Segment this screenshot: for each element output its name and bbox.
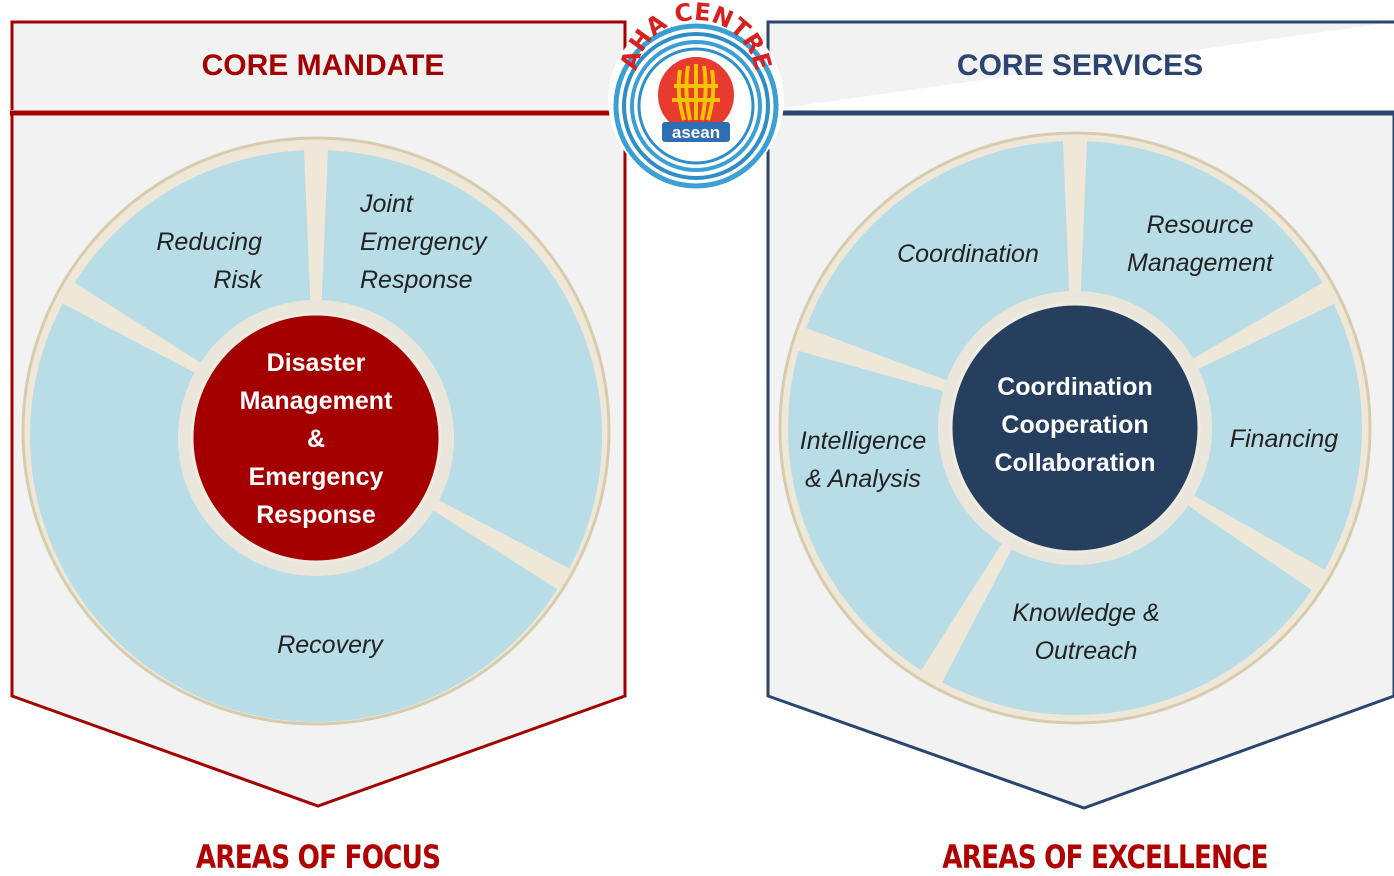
segment-financing <box>1186 303 1362 570</box>
segment-line: Recovery <box>277 631 383 659</box>
segment-coordination <box>806 141 1070 384</box>
left-center-line: Management <box>239 387 393 415</box>
segment-line: Outreach <box>1034 637 1138 665</box>
rice-stalks-icon <box>672 64 720 121</box>
left-center-label: Disaster Management & Emergency Response <box>206 344 426 534</box>
segment-line: Coordination <box>897 240 1039 268</box>
segment-label-resource-management: Resource Management <box>1100 206 1300 282</box>
segment-line: Management <box>1127 249 1273 277</box>
segment-recovery <box>30 303 558 722</box>
segment-label-joint-emergency-response: Joint Emergency Response <box>360 185 540 299</box>
segment-reducing-risk <box>74 150 311 368</box>
left-panel-title: CORE MANDATE <box>202 49 445 82</box>
segment-label-financing: Financing <box>1214 420 1354 458</box>
left-center-circle <box>190 312 442 564</box>
left-center-line: Emergency <box>248 463 384 491</box>
left-footer-label: AREAS OF FOCUS <box>195 838 441 876</box>
segment-label-intelligence-analysis: Intelligence & Analysis <box>780 422 946 498</box>
right-center-line: Cooperation <box>1001 411 1149 439</box>
left-panel: CORE MANDATE <box>10 20 627 808</box>
right-center-circle <box>949 302 1201 554</box>
left-center-line: Response <box>256 501 376 529</box>
left-center-line: & <box>306 425 326 453</box>
right-footer-label: AREAS OF EXCELLENCE <box>942 838 1268 876</box>
segment-line: Resource <box>1146 211 1254 239</box>
segment-label-knowledge-outreach: Knowledge & Outreach <box>986 594 1186 670</box>
segment-line: Knowledge & <box>1012 599 1160 627</box>
right-panel-title: CORE SERVICES <box>957 49 1203 82</box>
segment-line: Intelligence <box>799 427 927 455</box>
right-center-line: Coordination <box>997 373 1153 401</box>
right-panel: CORE SERVICES <box>766 20 1394 810</box>
segment-line: & Analysis <box>805 465 921 493</box>
left-center-line: Disaster <box>266 349 366 377</box>
left-segments <box>30 150 602 722</box>
right-center-line: Collaboration <box>994 449 1156 477</box>
segment-label-coordination: Coordination <box>870 235 1066 273</box>
aha-centre-logo: asean AHA CENTRE <box>608 0 784 189</box>
segment-line: Financing <box>1229 425 1339 453</box>
asean-label: asean <box>672 123 720 142</box>
right-center-label: Coordination Cooperation Collaboration <box>955 368 1195 482</box>
segment-line: Joint <box>360 190 413 218</box>
segment-line: Emergency <box>360 228 487 256</box>
segment-resource-management <box>1080 141 1323 364</box>
segment-line: Risk <box>213 266 262 294</box>
segment-intelligence-analysis <box>787 350 1007 671</box>
segment-line: Reducing <box>156 228 262 256</box>
segment-line: Response <box>360 266 473 294</box>
segment-label-recovery: Recovery <box>230 626 430 664</box>
segment-label-reducing-risk: Reducing Risk <box>120 223 262 299</box>
segment-joint-emergency-response <box>321 150 602 569</box>
